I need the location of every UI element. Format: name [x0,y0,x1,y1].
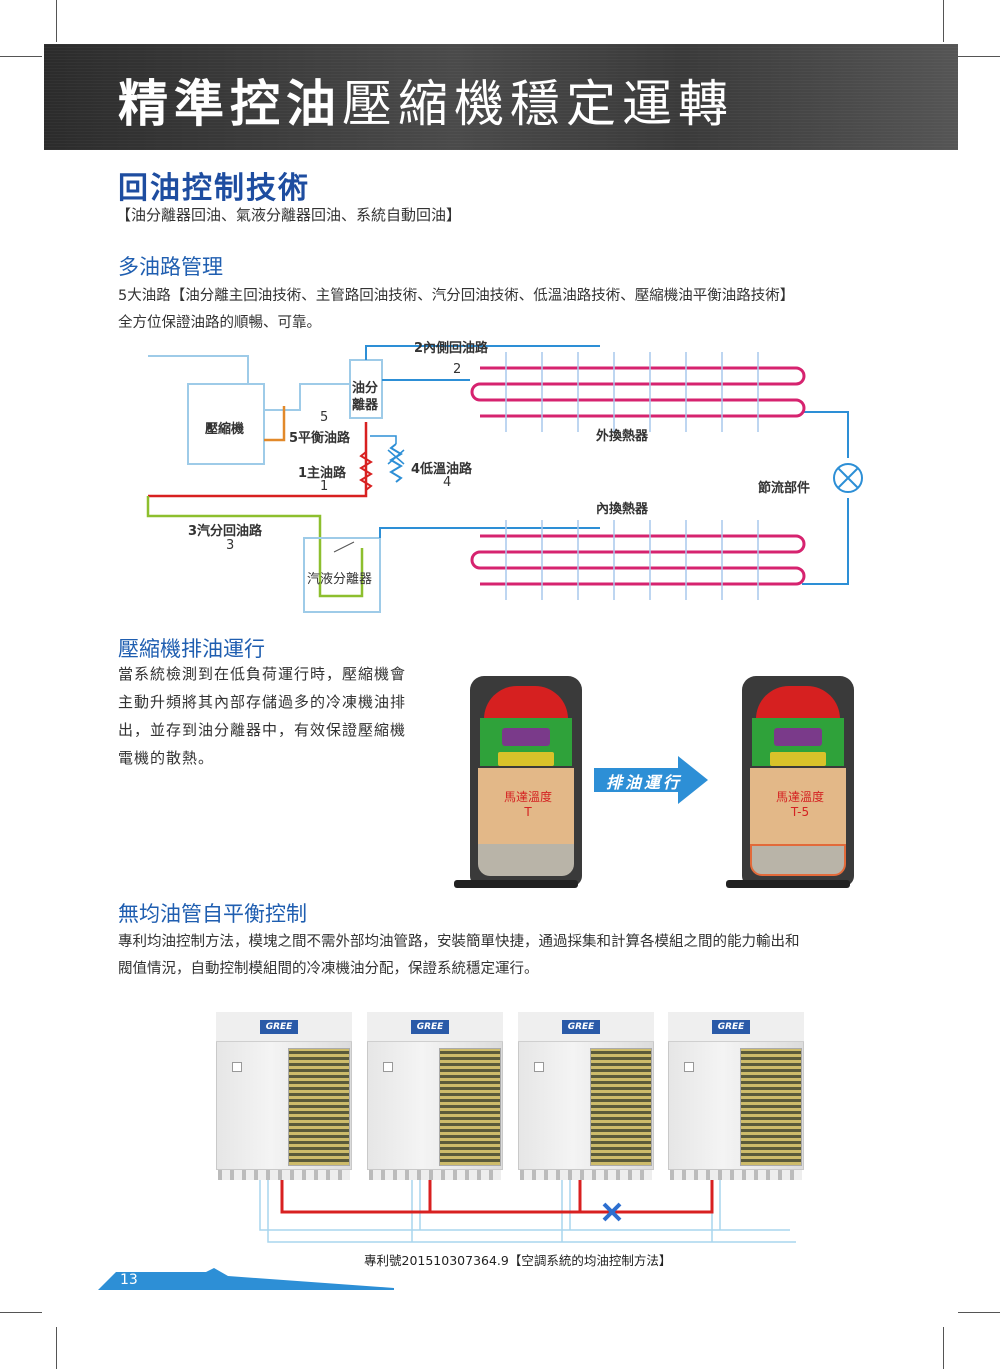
fan-grille [288,1048,350,1166]
crop-mark [0,56,42,57]
path5-label: 5平衡油路 [289,431,351,446]
compressor-motor [750,768,846,844]
indoor-hx-label: 內換熱器 [596,502,649,517]
compressor-part [774,728,822,746]
fan-grille [590,1048,652,1166]
multi-path-line2: 全方位保證油路的順暢、可靠。 [118,315,321,331]
path3-num: 3 [226,538,235,553]
compressor-oil-sump [478,844,574,876]
gree-logo: GREE [712,1020,750,1034]
compressor-base [454,880,578,888]
crop-mark [56,1327,57,1369]
compressor-image-right: 馬達溫度 T-5 [722,656,854,896]
throttle-label: 節流部件 [758,481,811,496]
outdoor-unit: GREE [216,1012,356,1180]
compressor-top [484,686,568,724]
path2-num: 2 [453,362,462,377]
path1-num: 1 [320,479,329,494]
crop-mark [943,1327,944,1369]
gree-logo: GREE [562,1020,600,1034]
oil-discharge-line2: 主動升頻將其內部存儲過多的冷凍機油排 [118,693,407,711]
title-bold: 精準控油 [118,75,342,133]
section-title-oil-return: 回油控制技術 [118,171,310,206]
path5-num: 5 [320,410,329,425]
compressor-oil-sump [750,844,846,876]
section-title-oil-discharge: 壓縮機排油運行 [118,637,265,661]
section-title-self-balance: 無均油管自平衡控制 [118,902,307,926]
motor-temp-label-left: 馬達溫度 T [503,790,552,819]
outdoor-unit: GREE [367,1012,507,1180]
outdoor-unit: GREE [668,1012,808,1180]
oil-discharge-line1: 當系統檢測到在低負荷運行時，壓縮機會 [118,665,407,683]
self-balance-line2: 閥值情況，自動控制模組間的冷凍機油分配，保證系統穩定運行。 [118,961,539,977]
gas-liquid-separator-label: 汽液分離器 [307,572,373,587]
page-number: 13 [120,1272,138,1288]
crop-mark [958,56,1000,57]
section-subtitle-oil-return: 【油分離器回油、氣液分離器回油、系統自動回油】 [116,206,462,224]
fan-grille [740,1048,802,1166]
gree-logo: GREE [260,1020,298,1034]
oil-path-diagram [146,345,863,613]
section-title-multi-path: 多油路管理 [118,255,223,279]
discharge-arrow [594,756,708,804]
title-light: 壓縮機穩定運轉 [342,75,734,133]
crop-mark [958,1312,1000,1313]
oil-separator-label: 油分 離器 [352,381,379,413]
outdoor-unit: GREE [518,1012,658,1180]
compressor-motor [478,768,574,844]
page-title: 精準控油壓縮機穩定運轉 [118,74,734,134]
compressor-part [502,728,550,746]
multi-path-line1: 5大油路【油分離主回油技術、主管路回油技術、汽分回油技術、低溫油路技術、壓縮機油… [118,288,795,304]
outdoor-hx-label: 外換熱器 [596,429,649,444]
patent-caption: 專利號201510307364.9【空調系統的均油控制方法】 [364,1253,672,1268]
gree-logo: GREE [411,1020,449,1034]
compressor-top [756,686,840,724]
compressor-part [770,752,826,766]
header-banner: 精準控油壓縮機穩定運轉 [44,44,958,150]
page-number-shape [98,1268,394,1290]
compressor-base [726,880,850,888]
piping-diagram [259,1180,796,1243]
crop-mark [0,1312,42,1313]
discharge-arrow-label: 排油運行 [606,773,683,792]
path4-num: 4 [443,475,452,490]
path4-label: 4低溫油路 [411,462,473,477]
crop-mark [56,0,57,42]
compressor-image-left: 馬達溫度 T [450,656,582,896]
compressor-label: 壓縮機 [205,422,245,437]
path2-label: 2內側回油路 [414,341,489,356]
self-balance-line1: 專利均油控制方法，模塊之間不需外部均油管路，安裝簡單快捷，通過採集和計算各模組之… [118,934,800,950]
path3-label: 3汽分回油路 [188,524,263,539]
fan-grille [439,1048,501,1166]
motor-temp-label-right: 馬達溫度 T-5 [775,790,824,819]
compressor-part [498,752,554,766]
path1-label: 1主油路 [298,466,347,481]
crop-mark [943,0,944,42]
oil-discharge-line4: 電機的散熱。 [118,749,215,767]
oil-discharge-line3: 出，並存到油分離器中，有效保證壓縮機 [118,721,407,739]
